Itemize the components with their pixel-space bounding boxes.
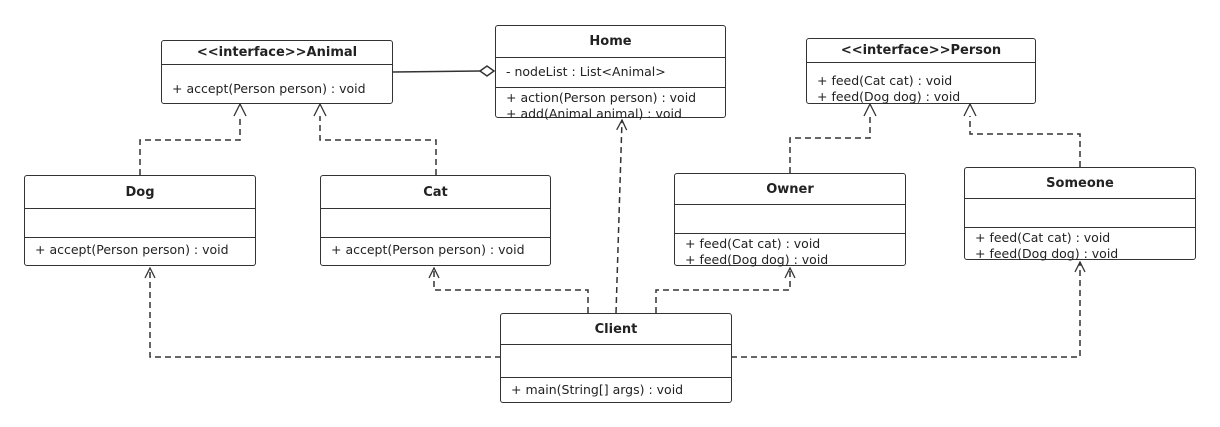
attribute: - nodeList : List<Animal> — [506, 64, 666, 79]
realization-owner-person — [789, 104, 870, 173]
method: + feed(Cat cat) : void — [975, 230, 1111, 245]
class-home[interactable]: Home - nodeList : List<Animal> + action(… — [495, 25, 726, 121]
realization-someone-person — [970, 104, 1081, 167]
methods-section: + action(Person person) : void + add(Ani… — [496, 87, 725, 124]
class-person[interactable]: <<interface>>Person + feed(Cat cat) : vo… — [806, 38, 1036, 104]
method: + feed(Dog dog) : void — [975, 246, 1119, 261]
dependency-client-cat — [434, 268, 589, 313]
class-owner[interactable]: Owner + feed(Cat cat) : void + feed(Dog … — [674, 173, 906, 267]
method: + feed(Dog dog) : void — [685, 252, 829, 267]
method: + feed(Cat cat) : void — [817, 73, 953, 88]
methods-section: + accept(Person person) : void — [25, 237, 255, 260]
class-animal[interactable]: <<interface>>Animal + accept(Person pers… — [161, 40, 393, 104]
class-name: <<interface>>Person — [807, 39, 1035, 63]
methods-section: + accept(Person person) : void — [162, 65, 392, 99]
method: + accept(Person person) : void — [331, 242, 525, 257]
methods-section: + feed(Cat cat) : void + feed(Dog dog) :… — [965, 227, 1195, 264]
class-cat[interactable]: Cat + accept(Person person) : void — [320, 175, 551, 266]
dependency-client-owner — [655, 268, 790, 313]
class-name: <<interface>>Animal — [162, 41, 392, 65]
class-name: Someone — [965, 168, 1195, 199]
attributes-section — [501, 345, 731, 377]
attributes-section: - nodeList : List<Animal> — [496, 58, 725, 87]
attributes-section — [965, 199, 1195, 227]
class-dog[interactable]: Dog + accept(Person person) : void — [24, 175, 256, 266]
class-name: Owner — [675, 174, 905, 205]
method: + accept(Person person) : void — [172, 81, 366, 96]
aggregation-diamond — [478, 65, 496, 77]
realization-dog-animal — [139, 104, 240, 175]
class-name: Dog — [25, 176, 255, 209]
methods-section: + feed(Cat cat) : void + feed(Dog dog) :… — [675, 233, 905, 270]
method: + action(Person person) : void — [506, 90, 697, 105]
realization-cat-animal — [320, 104, 437, 175]
method: + accept(Person person) : void — [35, 242, 229, 257]
method: + main(String[] args) : void — [511, 382, 684, 397]
class-client[interactable]: Client + main(String[] args) : void — [500, 313, 732, 403]
aggregation-animal-home — [392, 70, 481, 73]
method: + add(Animal animal) : void — [506, 106, 682, 121]
dependency-client-dog — [150, 268, 501, 358]
method: + feed(Cat cat) : void — [685, 236, 821, 251]
methods-section: + main(String[] args) : void — [501, 377, 731, 400]
method: + feed(Dog dog) : void — [817, 89, 961, 104]
class-name: Home — [496, 26, 725, 58]
methods-section: + feed(Cat cat) : void + feed(Dog dog) :… — [807, 63, 1035, 107]
attributes-section — [25, 209, 255, 237]
class-someone[interactable]: Someone + feed(Cat cat) : void + feed(Do… — [964, 167, 1196, 261]
class-name: Cat — [321, 176, 550, 209]
dependency-client-home — [615, 120, 622, 314]
attributes-section — [675, 205, 905, 233]
dependency-client-someone — [731, 262, 1080, 358]
attributes-section — [321, 209, 550, 237]
class-name: Client — [501, 314, 731, 345]
methods-section: + accept(Person person) : void — [321, 237, 550, 260]
